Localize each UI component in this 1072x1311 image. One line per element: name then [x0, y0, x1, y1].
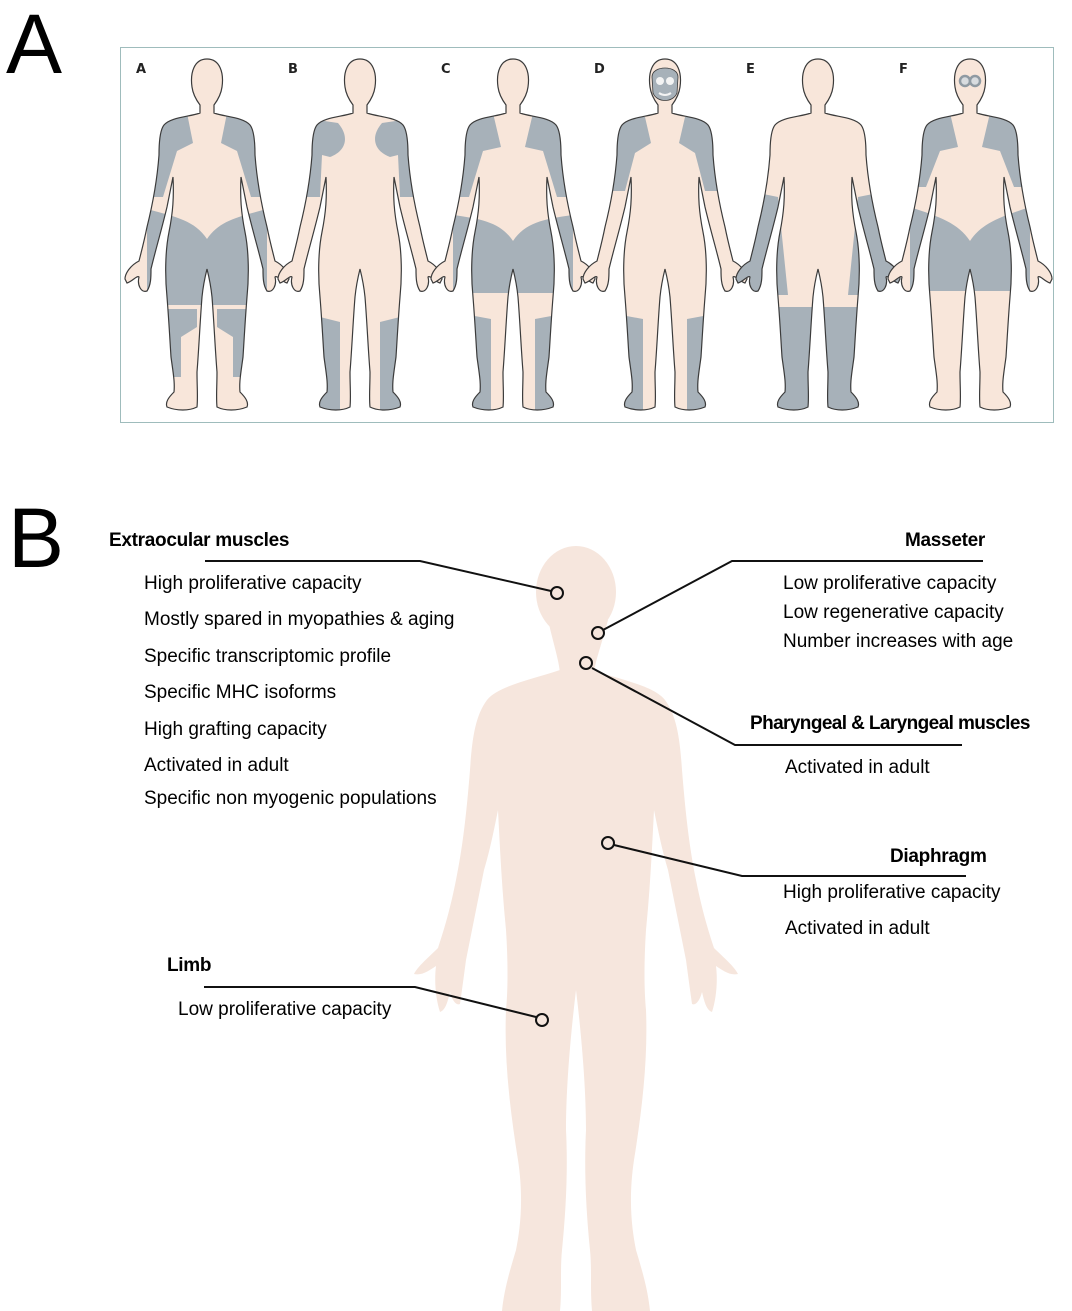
diaphragm-title: Diaphragm	[890, 846, 987, 868]
pharyngeal-title: Pharyngeal & Laryngeal muscles	[750, 713, 1030, 735]
extraocular-item: Activated in adult	[144, 755, 289, 777]
extraocular-item: High grafting capacity	[144, 719, 327, 741]
limb-item: Low proliferative capacity	[178, 999, 391, 1021]
masseter-item: Low regenerative capacity	[783, 602, 1004, 624]
extraocular-item: Specific transcriptomic profile	[144, 646, 391, 668]
masseter-item: Number increases with age	[783, 631, 1013, 653]
limb-title: Limb	[167, 955, 211, 977]
extraocular-item: Specific non myogenic populations	[144, 788, 437, 810]
human-silhouette	[414, 546, 738, 1311]
extraocular-item: Mostly spared in myopathies & aging	[144, 609, 455, 631]
pharyngeal-item: Activated in adult	[785, 757, 930, 779]
masseter-title: Masseter	[905, 530, 985, 552]
extraocular-item: High proliferative capacity	[144, 573, 362, 595]
extraocular-title: Extraocular muscles	[109, 530, 289, 552]
diaphragm-item: Activated in adult	[785, 918, 930, 940]
extraocular-item: Specific MHC isoforms	[144, 682, 336, 704]
diaphragm-item: High proliferative capacity	[783, 882, 1001, 904]
masseter-item: Low proliferative capacity	[783, 573, 996, 595]
